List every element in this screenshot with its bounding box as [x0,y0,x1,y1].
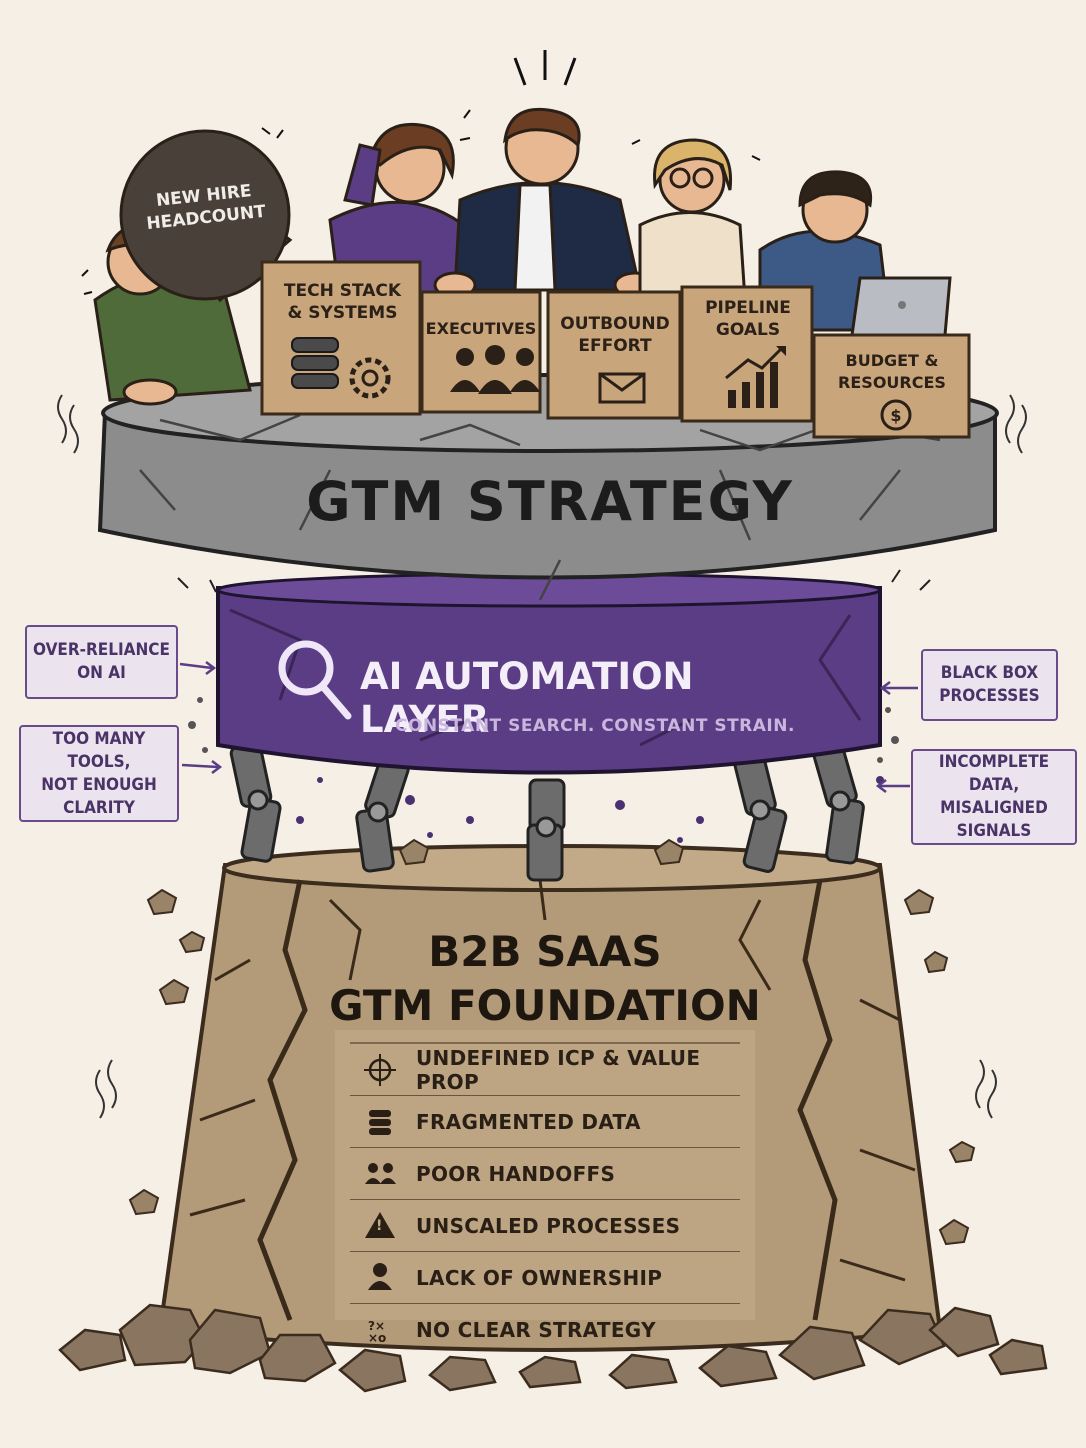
box-tech-stack [260,260,422,416]
foundation-item-label: NO CLEAR STRATEGY [416,1318,656,1342]
svg-text:$: $ [890,406,901,425]
crosshair-icon [364,1054,396,1086]
callout-too-many-tools: TOO MANY TOOLS, NOT ENOUGH CLARITY [19,725,179,822]
foundation-pillar [58,838,1048,1393]
database-icon-list [369,1110,391,1135]
foundation-item-label: POOR HANDOFFS [416,1161,616,1186]
box-tech-stack-label: TECH STACK & SYSTEMS [270,280,415,324]
people-icon [450,345,540,394]
box-executives-label: EXECUTIVES [420,318,542,340]
box-pipeline-line1: PIPELINE [705,298,791,318]
foundation-item-processes: UNSCALED PROCESSES [350,1200,740,1252]
box-budget-line2: RESOURCES [838,373,946,392]
callout-arrows [179,661,918,793]
foundation-item-ownership: LACK OF OWNERSHIP [350,1252,740,1304]
box-pipeline-line2: GOALS [715,320,781,340]
magnifier-icon [278,640,352,720]
envelope-icon [598,372,646,404]
foundation-item-data: FRAGMENTED DATA [350,1096,740,1148]
box-outbound-label: OUTBOUND EFFORT [550,313,680,357]
cardboard-boxes [260,260,971,439]
callout-black-box: BLACK BOX PROCESSES [921,649,1058,721]
list-icons [364,1054,396,1290]
box-outbound-line2: EFFORT [578,336,652,356]
svg-text:×o: ×o [368,1331,386,1345]
foundation-title-line1: B2B SAAS [428,927,662,976]
robotic-legs [229,741,865,882]
callout-incomplete-data: INCOMPLETE DATA, MISALIGNED SIGNALS [911,749,1077,845]
dollar-icon [880,399,912,431]
callout-over-reliance-line2: ON AI [77,663,126,683]
svg-text:?×: ?× [368,1319,385,1333]
database-icon [291,337,339,389]
callout-over-reliance: OVER-RELIANCE ON AI [25,625,178,699]
person-blonde-glasses [638,138,747,302]
foundation-item-strategy: NO CLEAR STRATEGY [350,1304,740,1356]
box-budget-label: BUDGET & RESOURCES [818,350,966,394]
ai-layer-subtitle: CONSTANT SEARCH. CONSTANT STRAIN. [395,716,795,736]
callout-black-box-line1: BLACK BOX [940,663,1039,683]
warning-icon-list [365,1212,395,1238]
callout-tools-line1: TOO MANY TOOLS, [52,728,146,772]
foundation-title-line2: GTM FOUNDATION [329,981,761,1030]
callout-data-line1: INCOMPLETE DATA, [938,752,1050,795]
stressed-team [81,50,952,406]
box-tech-line2: & SYSTEMS [287,303,398,323]
ai-layer-title: AI AUTOMATION LAYER [360,655,694,741]
foundation-item-label: LACK OF OWNERSHIP [416,1265,663,1290]
laptop-icon [850,276,952,337]
people-icon-list [365,1163,396,1184]
callout-black-box-line2: PROCESSES [939,686,1040,706]
foundation-item-icp: UNDEFINED ICP & VALUE PROP [350,1044,740,1096]
box-tech-line1: TECH STACK [283,281,402,301]
gear-icon [349,357,391,399]
box-outbound [546,290,682,420]
person-purple-sweater [328,122,472,302]
callout-over-reliance-line1: OVER-RELIANCE [33,640,170,660]
callout-data-line2: MISALIGNED [940,798,1048,818]
callout-data-line3: SIGNALS [956,821,1032,841]
foundation-item-label: UNSCALED PROCESSES [416,1213,681,1238]
box-budget-line1: BUDGET & [845,351,939,370]
box-exec-line1: EXECUTIVES [425,319,537,338]
box-pipeline-label: PIPELINE GOALS [684,297,812,341]
ai-layer-block [188,572,899,843]
callout-tools-line2: NOT ENOUGH [41,774,157,795]
foundation-item-label: FRAGMENTED DATA [416,1109,641,1134]
warning-exclaim: ! [376,1218,383,1234]
growth-chart-icon [725,346,786,408]
box-outbound-line1: OUTBOUND [560,314,670,334]
boulder [119,129,291,301]
person-icon-list [368,1263,392,1290]
strategy-title: GTM STRATEGY [306,470,794,533]
foundation-item-label: UNDEFINED ICP & VALUE PROP [416,1045,701,1094]
box-budget [812,333,971,439]
foundation-title: B2B SAAS GTM FOUNDATION [290,925,800,1033]
callout-tools-line3: CLARITY [63,797,135,818]
foundation-item-handoffs: POOR HANDOFFS [350,1148,740,1200]
